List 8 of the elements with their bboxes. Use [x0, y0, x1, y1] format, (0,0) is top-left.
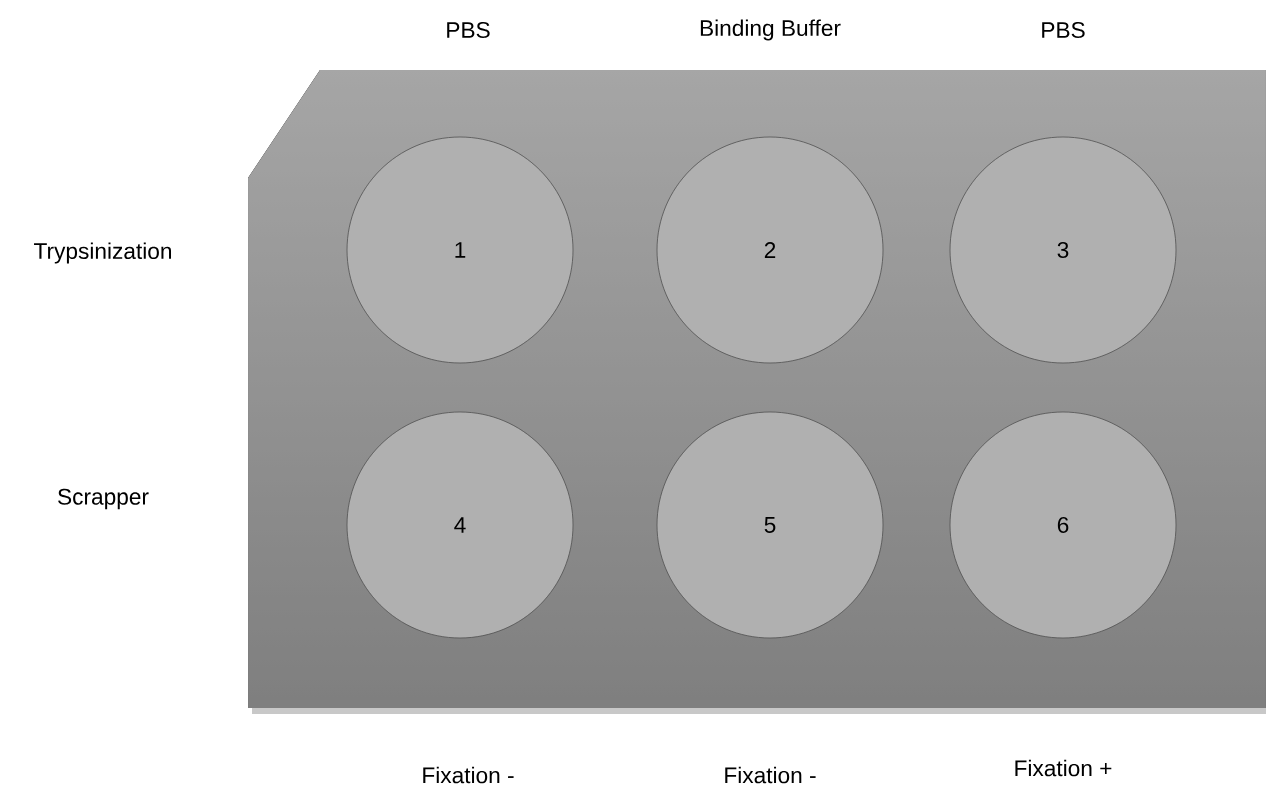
label-text: Scrapper	[58, 488, 149, 510]
label-text: Fixation -	[423, 766, 514, 784]
label-text: PBS	[447, 21, 490, 39]
label-text: Trypsinization	[34, 242, 171, 264]
label-text: PBS	[1042, 21, 1085, 39]
label-text: Fixation -	[725, 766, 816, 784]
label-text: Fixation +	[1015, 759, 1112, 777]
label-text: Binding Buffer	[700, 19, 841, 41]
